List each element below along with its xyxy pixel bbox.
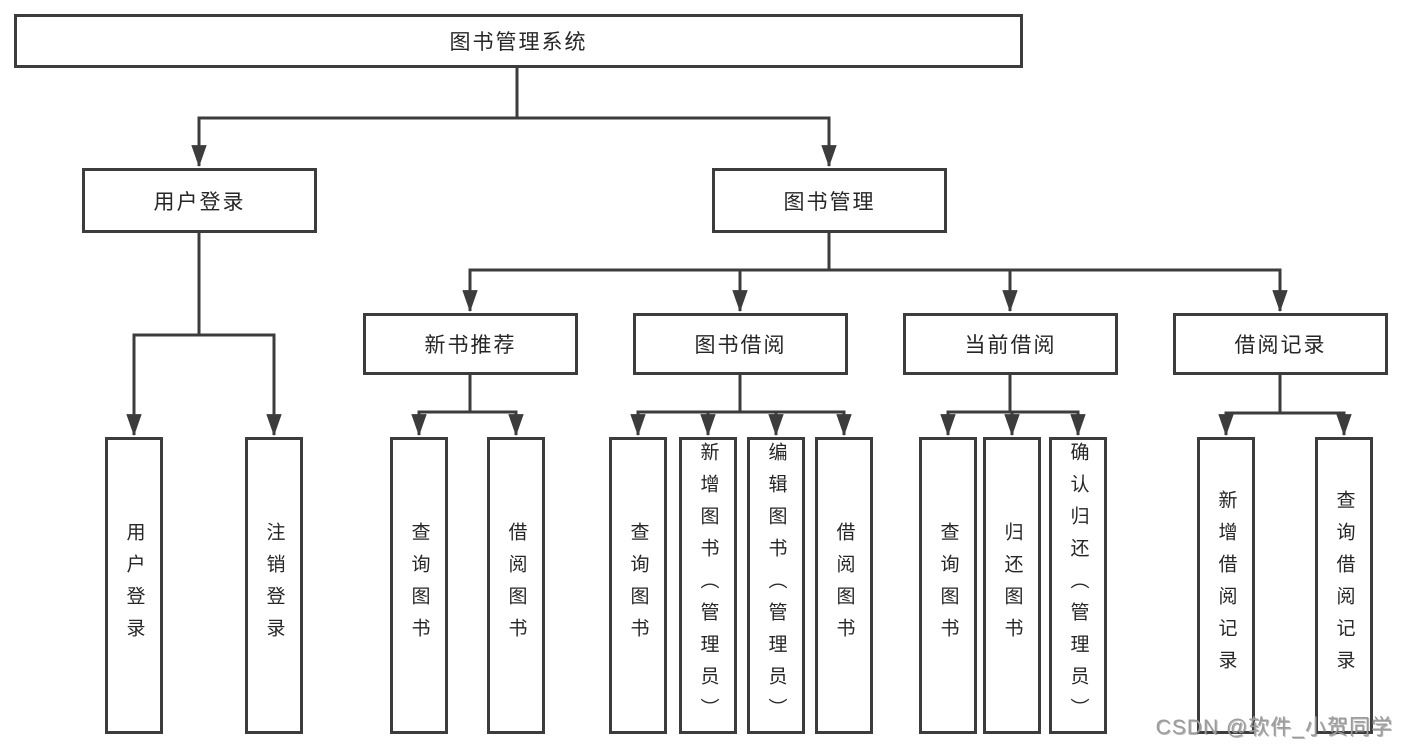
- leaf-query-books-borrow-label: 查询图书: [627, 521, 649, 650]
- leaf-confirm-return-admin: 确认归还（管理员）: [1049, 437, 1107, 734]
- leaf-query-borrow-record: 查询借阅记录: [1315, 437, 1373, 734]
- node-book-management-label: 图书管理: [783, 190, 876, 214]
- node-current-borrow: 当前借阅: [903, 313, 1118, 375]
- leaf-query-books-current: 查询图书: [919, 437, 977, 734]
- node-borrow-records-label: 借阅记录: [1234, 334, 1327, 357]
- leaf-add-borrow-record-label: 新增借阅记录: [1215, 489, 1237, 682]
- leaf-add-borrow-record: 新增借阅记录: [1197, 437, 1255, 734]
- leaf-edit-books-admin-label: 编辑图书（管理员）: [765, 441, 787, 730]
- leaf-query-books-recommend: 查询图书: [390, 437, 448, 734]
- node-book-borrow: 图书借阅: [633, 313, 848, 375]
- leaf-edit-books-admin: 编辑图书（管理员）: [747, 437, 805, 734]
- leaf-add-books-admin-label: 新增图书（管理员）: [697, 441, 719, 730]
- node-new-book-recommend: 新书推荐: [363, 313, 578, 375]
- leaf-confirm-return-admin-label: 确认归还（管理员）: [1067, 441, 1089, 730]
- node-borrow-records: 借阅记录: [1173, 313, 1388, 375]
- leaf-add-books-admin: 新增图书（管理员）: [679, 437, 737, 734]
- node-new-book-recommend-label: 新书推荐: [424, 334, 517, 357]
- node-user-login-label: 用户登录: [153, 190, 246, 214]
- csdn-watermark: CSDN @软件_小贺同学: [1155, 716, 1393, 739]
- leaf-return-books-label: 归还图书: [1001, 521, 1023, 650]
- leaf-query-borrow-record-label: 查询借阅记录: [1333, 489, 1355, 682]
- leaf-query-books-recommend-label: 查询图书: [408, 521, 430, 650]
- leaf-borrow-books: 借阅图书: [815, 437, 873, 734]
- leaf-return-books: 归还图书: [983, 437, 1041, 734]
- node-user-login: 用户登录: [82, 168, 317, 233]
- node-root: 图书管理系统: [14, 14, 1023, 68]
- leaf-borrow-books-recommend: 借阅图书: [487, 437, 545, 734]
- leaf-query-books-borrow: 查询图书: [609, 437, 667, 734]
- node-book-management: 图书管理: [712, 168, 947, 233]
- leaf-query-books-current-label: 查询图书: [937, 521, 959, 650]
- leaf-logout: 注销登录: [245, 437, 303, 734]
- node-current-borrow-label: 当前借阅: [964, 334, 1057, 357]
- leaf-user-login-label: 用户登录: [123, 521, 145, 650]
- node-root-label: 图书管理系统: [449, 31, 588, 54]
- leaf-borrow-books-label: 借阅图书: [833, 521, 855, 650]
- node-book-borrow-label: 图书借阅: [694, 334, 787, 357]
- leaf-borrow-books-recommend-label: 借阅图书: [505, 521, 527, 650]
- leaf-user-login: 用户登录: [105, 437, 163, 734]
- leaf-logout-label: 注销登录: [263, 521, 285, 650]
